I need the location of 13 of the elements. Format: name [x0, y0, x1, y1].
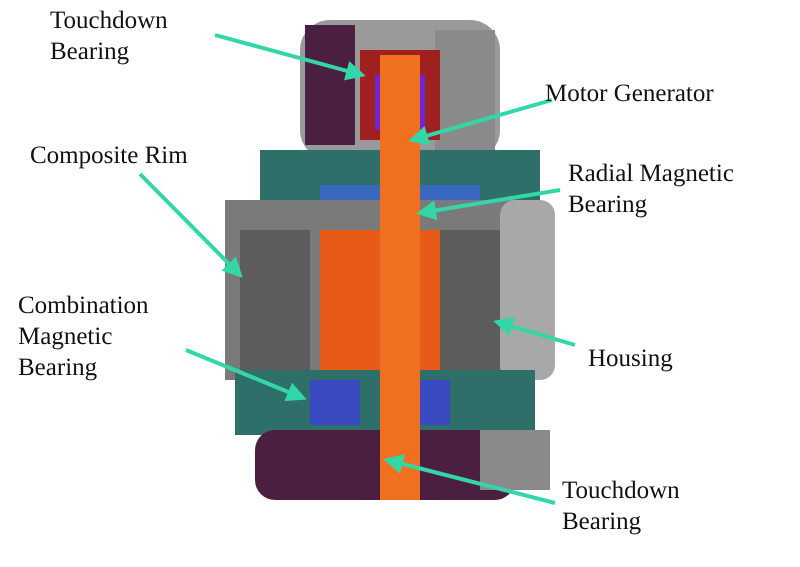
- leader-arrow: [416, 188, 560, 220]
- part-label: Radial Magnetic Bearing: [568, 158, 788, 220]
- part-label: Touchdown Bearing: [50, 5, 190, 67]
- leader-arrow: [214, 33, 366, 80]
- part-label: Housing: [588, 343, 708, 374]
- leader-arrow: [185, 348, 307, 402]
- leader-arrow: [383, 454, 556, 505]
- part-label: Combination Magnetic Bearing: [18, 290, 188, 383]
- part-label: Touchdown Bearing: [562, 475, 722, 537]
- leader-arrow: [138, 172, 243, 278]
- part-label: Composite Rim: [30, 140, 230, 217]
- part-label: Motor Generator: [545, 78, 785, 109]
- leader-arrow: [408, 98, 553, 146]
